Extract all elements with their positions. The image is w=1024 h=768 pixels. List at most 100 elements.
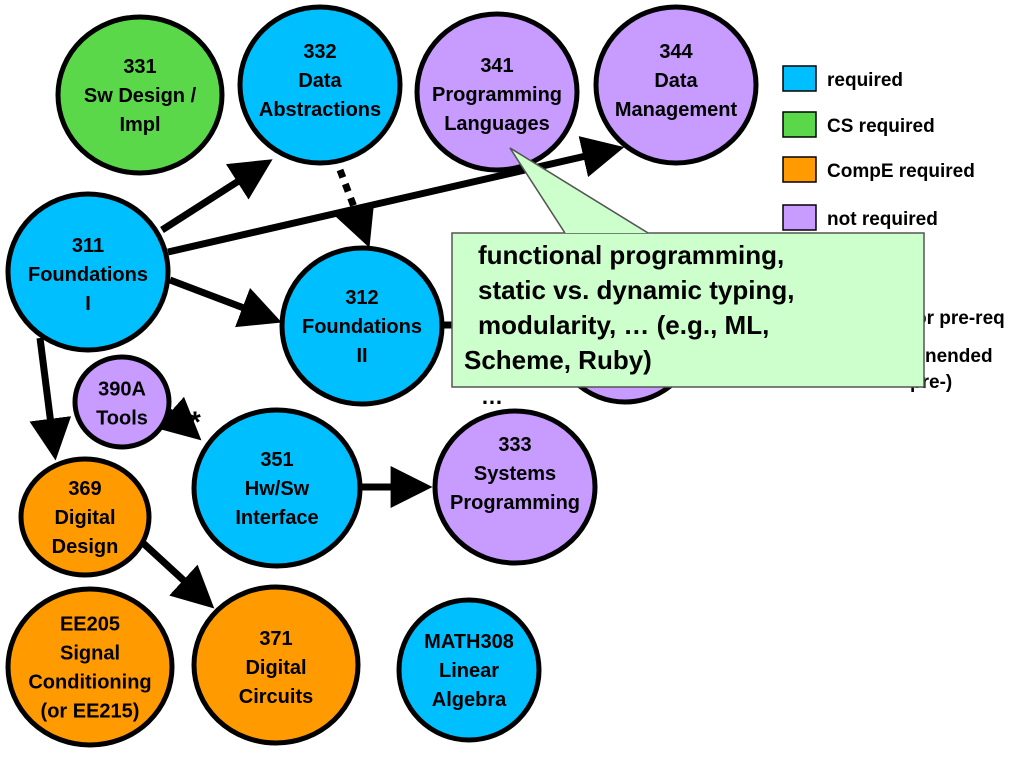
callout-line-2: static vs. dynamic typing,: [478, 275, 794, 305]
legend-label-required: required: [827, 70, 903, 91]
node-label-line: 311: [72, 235, 104, 257]
node-390a-circle: [72, 354, 172, 450]
callout-line-1: functional programming,: [478, 240, 784, 270]
node-label-line: Digital: [245, 657, 306, 679]
node-label-line: Linear: [439, 660, 499, 682]
node-label-line: (or EE215): [41, 701, 140, 723]
node-math308-circle: [396, 597, 542, 743]
node-label-line: Foundations: [28, 264, 148, 286]
node-331-label: 331 Sw Design / Impl: [84, 56, 197, 136]
node-label-line: Conditioning: [28, 672, 151, 694]
node-label-line: Interface: [235, 507, 318, 529]
node-312-circle: [279, 245, 445, 407]
node-351-circle: [191, 407, 363, 569]
node-label-line: 341: [480, 55, 513, 77]
node-label-line: Impl: [119, 114, 160, 136]
ellipsis-text: …: [481, 384, 503, 409]
node-label-line: Algebra: [432, 689, 507, 711]
dependency-star: *: [189, 406, 201, 439]
legend: required CS required CompE required not …: [782, 65, 1005, 393]
node-label-line: Systems: [474, 463, 556, 485]
node-311-circle: [5, 191, 171, 353]
node-label-line: Data: [298, 70, 342, 92]
node-label-line: 332: [303, 41, 336, 63]
node-331-circle: [55, 14, 225, 176]
callout-pointer: [509, 147, 649, 234]
node-label-line: 331: [123, 56, 156, 78]
node-label-line: Programming: [432, 84, 562, 106]
node-331: 331 Sw Design / Impl: [55, 14, 225, 176]
node-344-circle: [593, 4, 759, 166]
node-label-line: Languages: [444, 113, 550, 135]
legend-partial-recommended: nended: [925, 346, 993, 367]
node-label-line: Hw/Sw: [245, 478, 310, 500]
node-label-line: EE205: [60, 614, 120, 636]
legend-label-compe-required: CompE required: [827, 161, 975, 182]
legend-label-cs-required: CS required: [827, 116, 935, 137]
callout: functional programming, static vs. dynam…: [451, 147, 925, 388]
node-label-line: Tools: [96, 408, 148, 430]
node-label-line: MATH308: [424, 631, 514, 653]
arrow-311-to-332: [160, 159, 273, 233]
node-390a-label: 390A Tools: [96, 379, 148, 430]
node-label-line: II: [356, 345, 367, 367]
node-label-line: Abstractions: [259, 99, 381, 121]
node-390a: 390A Tools: [72, 354, 172, 450]
node-label-line: 390A: [98, 379, 146, 401]
node-label-line: 312: [345, 287, 378, 309]
arrow-369-to-371: [140, 540, 215, 609]
node-label-line: Digital: [54, 507, 115, 529]
node-ee205-circle: [5, 586, 175, 748]
node-label-line: Foundations: [302, 316, 422, 338]
node-label-line: Sw Design /: [84, 85, 197, 107]
node-332-circle: [237, 4, 403, 166]
arrow-311-to-369: [29, 337, 72, 461]
legend-swatch-not-required: [782, 204, 817, 231]
node-341-circle: [414, 11, 580, 173]
node-371-circle: [191, 584, 361, 746]
node-label-line: Management: [615, 99, 738, 121]
legend-swatch-compe-required: [782, 156, 817, 183]
legend-swatch-cs-required: [782, 111, 817, 138]
node-label-line: Programming: [450, 492, 580, 514]
node-label-line: Circuits: [239, 686, 313, 708]
node-label-line: Data: [654, 70, 698, 92]
legend-swatch-required: [782, 65, 817, 92]
callout-line-3: modularity, … (e.g., ML,: [478, 310, 769, 340]
node-label-line: Signal: [60, 643, 120, 665]
arrow-311-to-312: [168, 276, 282, 328]
node-label-line: 351: [260, 449, 293, 471]
node-label-line: 369: [68, 478, 101, 500]
node-label-line: I: [85, 293, 91, 315]
node-label-line: 371: [259, 628, 292, 650]
node-label-line: 333: [498, 434, 531, 456]
dotted-arrow-332-to-312: [334, 168, 375, 248]
node-369-circle: [18, 456, 152, 578]
legend-label-not-required: not required: [827, 209, 938, 230]
callout-line-4: Scheme, Ruby): [464, 345, 652, 375]
node-label-line: Design: [52, 536, 119, 558]
legend-partial-prereq: or pre-req: [915, 308, 1005, 329]
node-label-line: 344: [659, 41, 693, 63]
